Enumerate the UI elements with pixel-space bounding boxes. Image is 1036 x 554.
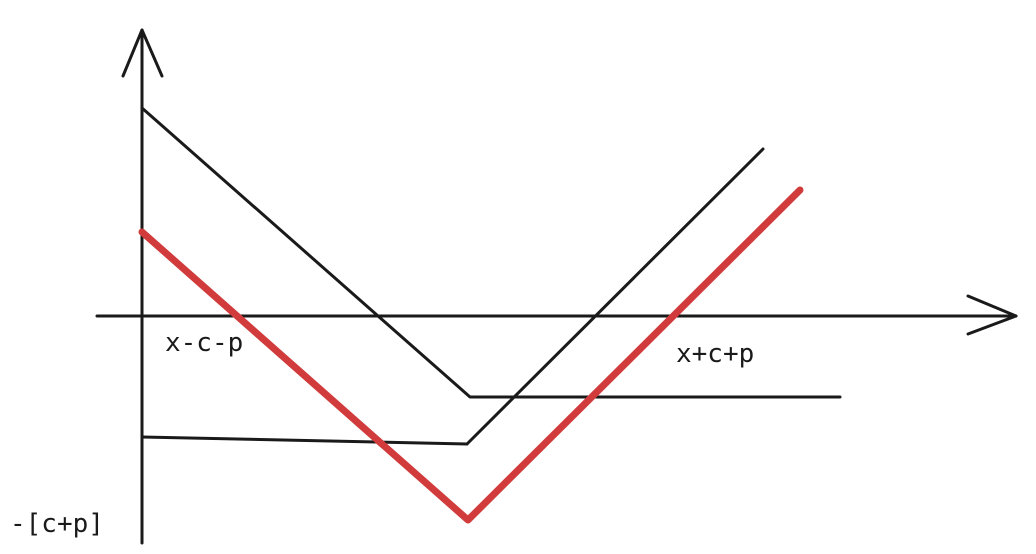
- left-x-label: x-c-p: [165, 328, 243, 358]
- red-v-curve: [138, 186, 804, 524]
- y-label: -[c+p]: [10, 509, 104, 539]
- x-axis-arrowhead-icon: [966, 294, 1018, 336]
- upper-black-curve-right-branch: [465, 147, 765, 446]
- upper-black-curve-left-branch: [140, 106, 842, 399]
- lower-black-curve-floor: [140, 435, 469, 446]
- lower-black-curve: [140, 435, 469, 446]
- right-x-label: x+c+p: [676, 339, 754, 369]
- upper-black-curve: [140, 106, 842, 446]
- axes: [95, 28, 1018, 545]
- y-axis-arrowhead-icon: [121, 28, 164, 78]
